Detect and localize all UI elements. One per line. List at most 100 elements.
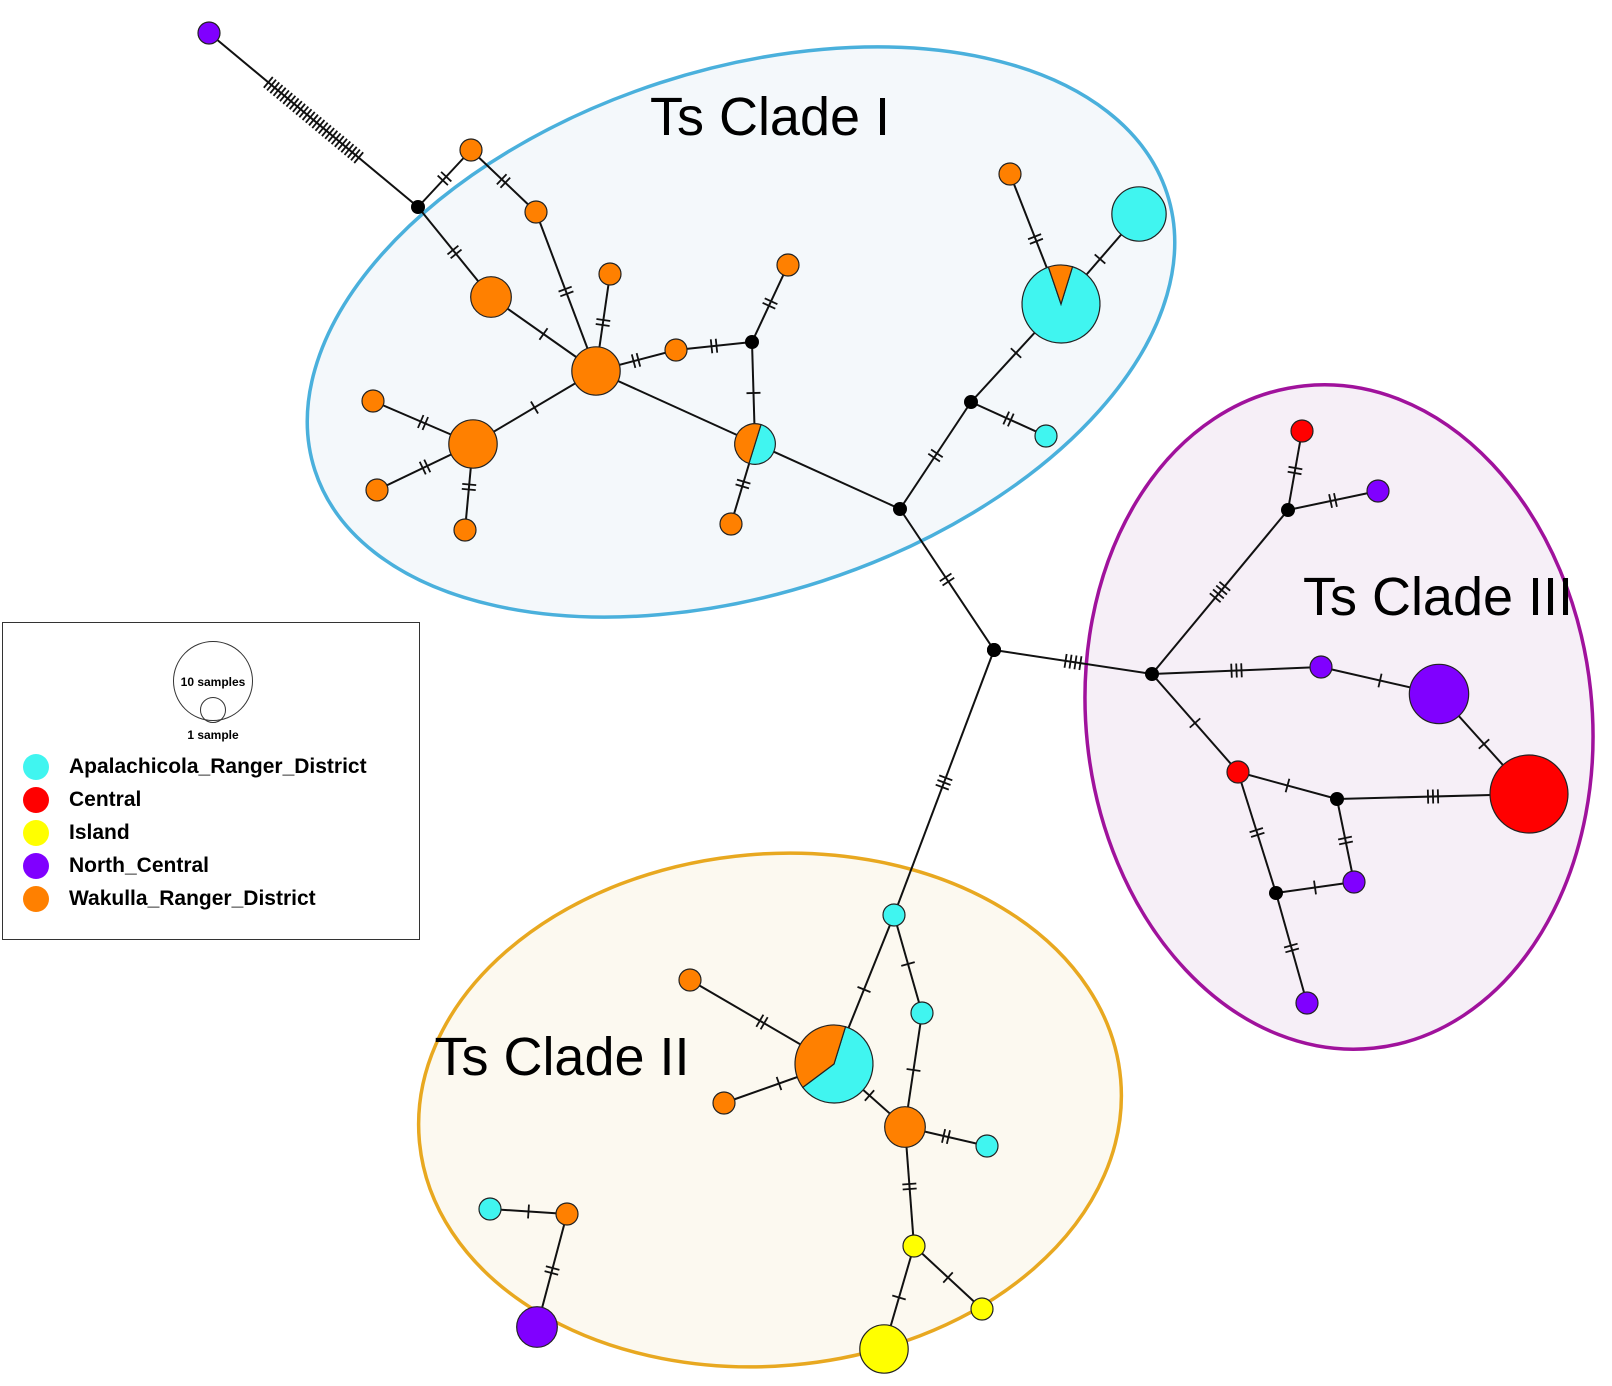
edge-m7-p2 — [1151, 663, 1322, 678]
edge-r2-m9 — [1237, 771, 1338, 800]
haplotype-circle — [712, 1091, 736, 1115]
mutation-tick — [630, 354, 637, 369]
haplotype-circle — [1489, 754, 1569, 834]
mutation-tick — [450, 248, 463, 260]
mutation-tick — [902, 1182, 917, 1186]
haplotype-circle — [598, 262, 622, 286]
pie-slice-wakulla_ranger_district — [1047, 264, 1074, 306]
mutation-tick — [764, 297, 778, 306]
clade-ellipse-2 — [416, 851, 1124, 1369]
mutation-tick — [350, 148, 361, 161]
mutation-tick — [530, 401, 539, 414]
mutation-tick — [440, 171, 452, 183]
mutation-tick — [423, 459, 432, 473]
mutation-tick — [437, 174, 449, 186]
median-vector-m4 — [964, 395, 978, 409]
mutation-tick — [1240, 663, 1243, 678]
haplotype-circle — [555, 1202, 579, 1226]
median-vector-m3 — [893, 502, 907, 516]
edge-m4-cy2 — [970, 401, 1047, 437]
haplotype-cy2 — [1034, 424, 1058, 448]
edge-m3-m5 — [899, 508, 995, 651]
haplotype-circle — [1295, 991, 1319, 1015]
mutation-tick — [775, 1076, 783, 1091]
mutation-tick — [1073, 655, 1078, 670]
mutation-tick — [736, 478, 751, 485]
mutation-tick — [269, 81, 280, 94]
legend-item-central: Central — [23, 786, 141, 814]
mutation-tick — [927, 452, 941, 463]
mutation-tick — [735, 483, 750, 490]
mutation-tick — [305, 111, 316, 124]
mutation-tick — [935, 783, 950, 791]
edge-line — [470, 149, 537, 213]
haplotype-circle — [1366, 479, 1390, 503]
haplotype-p1 — [1366, 479, 1390, 503]
haplotype-circle — [524, 200, 548, 224]
haplotype-circle — [902, 1234, 926, 1258]
mutation-tick — [762, 301, 776, 310]
haplotype-circle — [1290, 419, 1314, 443]
haplotype-w10 — [365, 478, 389, 502]
edge-line — [1287, 490, 1379, 511]
mutation-tick — [1250, 831, 1265, 838]
haplotype-r1 — [1290, 419, 1314, 443]
mutation-tick — [941, 1128, 947, 1143]
haplotype-circle — [1342, 870, 1366, 894]
scale-small-label: 1 sample — [187, 728, 239, 742]
legend-swatch — [23, 754, 49, 780]
legend-item-wakulla: Wakulla_Ranger_District — [23, 885, 316, 913]
mutation-tick — [864, 1089, 875, 1102]
legend-label: Apalachicola_Ranger_District — [69, 755, 367, 778]
edge-m7-m8 — [1151, 509, 1289, 675]
edge-line — [1336, 798, 1355, 883]
haplotype-p6 — [516, 1306, 558, 1348]
mutation-tick — [1338, 840, 1354, 846]
mutation-tick — [1230, 663, 1233, 678]
legend-swatch — [23, 820, 49, 846]
edge-line — [899, 401, 972, 510]
mutation-tick — [272, 84, 284, 97]
mutation-tick — [330, 132, 342, 145]
mutation-tick — [301, 108, 313, 121]
haplotype-circle — [1226, 760, 1250, 784]
mutation-tick — [1283, 942, 1298, 949]
edge-m1-w1 — [417, 149, 472, 208]
mutation-tick — [937, 779, 951, 786]
legend-label: Wakulla_Ranger_District — [69, 887, 316, 910]
mutation-tick — [1007, 413, 1015, 427]
mutation-tick — [945, 1130, 951, 1145]
mutation-tick — [292, 100, 303, 113]
haplotype-circle — [776, 253, 800, 277]
edge-m8-r1 — [1287, 430, 1303, 511]
mutation-tick — [1285, 947, 1300, 954]
edge-line — [993, 649, 1153, 675]
haplotype-r_big — [1489, 754, 1569, 834]
mutation-tick — [1218, 581, 1231, 592]
mutation-tick — [595, 323, 610, 327]
mutation-tick — [1029, 237, 1044, 245]
haplotype-cy5 — [975, 1134, 999, 1158]
haplotype-w17 — [884, 1106, 926, 1148]
mutation-tick — [755, 1014, 765, 1028]
haplotype-circle — [719, 512, 743, 536]
legend-swatch — [23, 886, 49, 912]
mutation-tick — [1377, 673, 1383, 688]
median-vector-m6 — [987, 643, 1001, 657]
haplotype-circle — [516, 1306, 558, 1348]
mutation-tick — [327, 130, 339, 143]
median-vector-m9 — [1330, 792, 1344, 806]
haplotype-cy1 — [1111, 186, 1167, 242]
mutation-tick — [308, 114, 319, 126]
mutation-tick — [1078, 656, 1083, 671]
clade-ellipse-3 — [1083, 383, 1595, 1051]
edge-m7-r2 — [1151, 673, 1239, 773]
mutation-tick — [321, 124, 332, 137]
pie-slice-apalachicola_ranger_district — [748, 423, 776, 465]
legend-swatch — [23, 853, 49, 879]
haplotype-w7 — [664, 338, 688, 362]
edge-w6-m2 — [751, 264, 789, 343]
haplotype-w14 — [678, 968, 702, 992]
haplotype-w1 — [459, 138, 483, 162]
edge-m10-p4 — [1275, 880, 1355, 895]
